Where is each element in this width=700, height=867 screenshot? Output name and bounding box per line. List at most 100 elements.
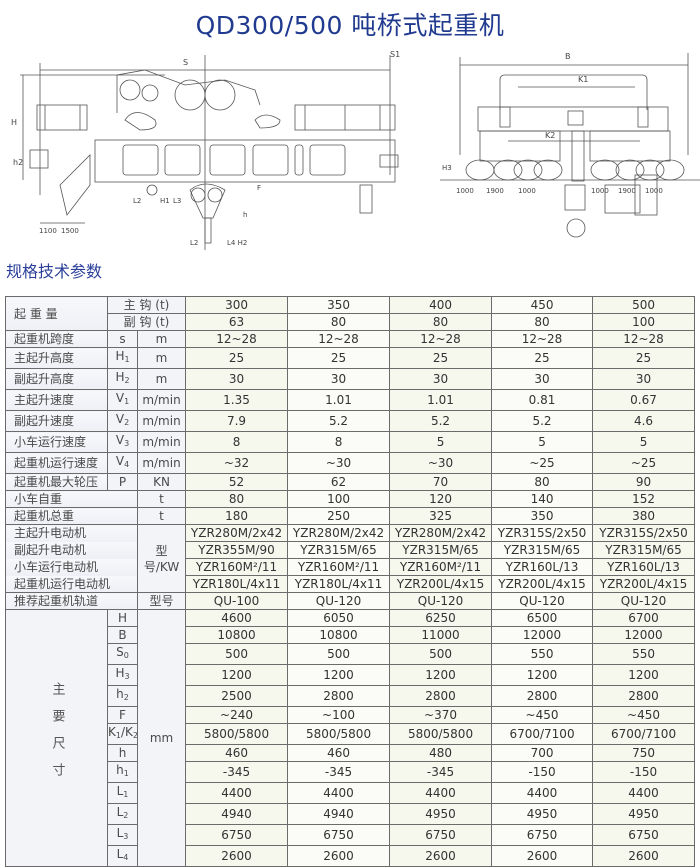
table-cell: 1.01 xyxy=(389,389,493,411)
table-cell: 100 xyxy=(287,490,391,508)
table-cell: 25 xyxy=(491,347,594,369)
row-label: 主起升速度 xyxy=(5,389,108,411)
row-label: 起重机运行电动机 xyxy=(5,575,138,593)
table-cell: 700 xyxy=(491,744,594,762)
table-cell: 5.2 xyxy=(491,410,594,432)
table-cell: YZR355M/90 xyxy=(185,541,289,559)
row-symbol: L2 xyxy=(107,803,138,825)
table-cell: 30 xyxy=(491,368,594,390)
row-symbol: h2 xyxy=(107,685,138,707)
table-cell: 4950 xyxy=(592,803,696,825)
table-row-dimension: h1-345-345-345-150-150 xyxy=(6,761,696,783)
row-label: 主起升高度 xyxy=(5,347,108,369)
table-cell: 4950 xyxy=(389,803,493,825)
row-symbol: K1/K2 xyxy=(107,723,138,745)
table-cell: 0.81 xyxy=(491,389,594,411)
table-cell: YZR315S/2x50 xyxy=(592,524,696,542)
table-cell: 1200 xyxy=(389,664,493,686)
row-symbol: H xyxy=(107,609,138,627)
table-cell: ~30 xyxy=(389,452,493,474)
aux-hook-label: 副 钩 (t) xyxy=(106,313,187,331)
table-cell: 30 xyxy=(185,368,289,390)
table-cell: 1.01 xyxy=(287,389,391,411)
table-cell: ~240 xyxy=(185,706,289,724)
table-cell: 480 xyxy=(389,744,493,762)
dimension-unit: mm xyxy=(136,609,187,867)
row-label: 起重机总重 xyxy=(5,507,138,525)
dimension-group-label: 主要尺寸 xyxy=(5,609,108,867)
row-label: 推荐起重机轨道 xyxy=(5,592,138,610)
table-cell: 2600 xyxy=(592,845,696,867)
row-symbol: V4 xyxy=(107,452,138,474)
row-symbol: H3 xyxy=(107,664,138,686)
table-cell: YZR180L/4x11 xyxy=(287,575,391,593)
table-cell: 1.35 xyxy=(185,389,289,411)
row-unit: m/min xyxy=(136,389,187,411)
row-label: 起重机跨度 xyxy=(5,330,108,348)
table-cell: 7.9 xyxy=(185,410,289,432)
table-cell: -345 xyxy=(287,761,391,783)
row-unit: m/min xyxy=(136,410,187,432)
table-cell: 62 xyxy=(287,473,391,491)
table-cell: YZR200L/4x15 xyxy=(389,575,493,593)
svg-text:H3: H3 xyxy=(442,164,452,172)
table-cell: YZR280M/2x42 xyxy=(287,524,391,542)
svg-text:K1: K1 xyxy=(578,75,588,84)
table-cell: 460 xyxy=(287,744,391,762)
crane-end-view-drawing: B K1 K2 H3 1000 1900 1000 1000 1900 1000 xyxy=(440,52,700,238)
row-symbol: F xyxy=(107,706,138,724)
table-cell: ~32 xyxy=(185,452,289,474)
row-label: 起重机最大轮压 xyxy=(5,473,108,491)
motor-unit-label: 型号/KW xyxy=(136,524,187,593)
row-label: 副起升高度 xyxy=(5,368,108,390)
table-cell: 30 xyxy=(592,368,696,390)
table-cell: 350 xyxy=(491,507,594,525)
svg-text:L3: L3 xyxy=(173,197,181,205)
table-cell: 12000 xyxy=(491,626,594,644)
table-cell: ~100 xyxy=(287,706,391,724)
table-cell: YZR160M²/11 xyxy=(287,558,391,576)
table-cell: 80 xyxy=(491,313,594,331)
page-title: QD300/500 吨桥式起重机 xyxy=(195,11,505,40)
table-cell: 2800 xyxy=(389,685,493,707)
row-label: 小车运行速度 xyxy=(5,431,108,453)
row-label: 小车自重 xyxy=(5,490,138,508)
table-cell: -150 xyxy=(491,761,594,783)
table-cell: 300 xyxy=(185,296,289,314)
table-cell: 4400 xyxy=(185,782,289,804)
svg-text:K2: K2 xyxy=(545,131,555,140)
row-unit: KN xyxy=(136,473,187,491)
table-cell: 5800/5800 xyxy=(287,723,391,745)
table-cell: 4940 xyxy=(185,803,289,825)
table-cell: -150 xyxy=(592,761,696,783)
table-cell: 500 xyxy=(185,643,289,665)
table-cell: 0.67 xyxy=(592,389,696,411)
table-cell: 2800 xyxy=(491,685,594,707)
table-cell: 80 xyxy=(287,313,391,331)
table-cell: 1200 xyxy=(287,664,391,686)
svg-text:S1: S1 xyxy=(390,50,400,59)
svg-text:1500: 1500 xyxy=(61,227,79,235)
row-label: 副起升电动机 xyxy=(5,541,138,559)
table-cell: 25 xyxy=(592,347,696,369)
table-cell: ~25 xyxy=(592,452,696,474)
table-cell: YZR160M²/11 xyxy=(185,558,289,576)
table-cell: YZR315M/65 xyxy=(491,541,594,559)
table-cell: ~30 xyxy=(287,452,391,474)
table-cell: 250 xyxy=(287,507,391,525)
table-cell: 6700/7100 xyxy=(491,723,594,745)
row-unit: m xyxy=(136,368,187,390)
table-cell: 500 xyxy=(389,643,493,665)
